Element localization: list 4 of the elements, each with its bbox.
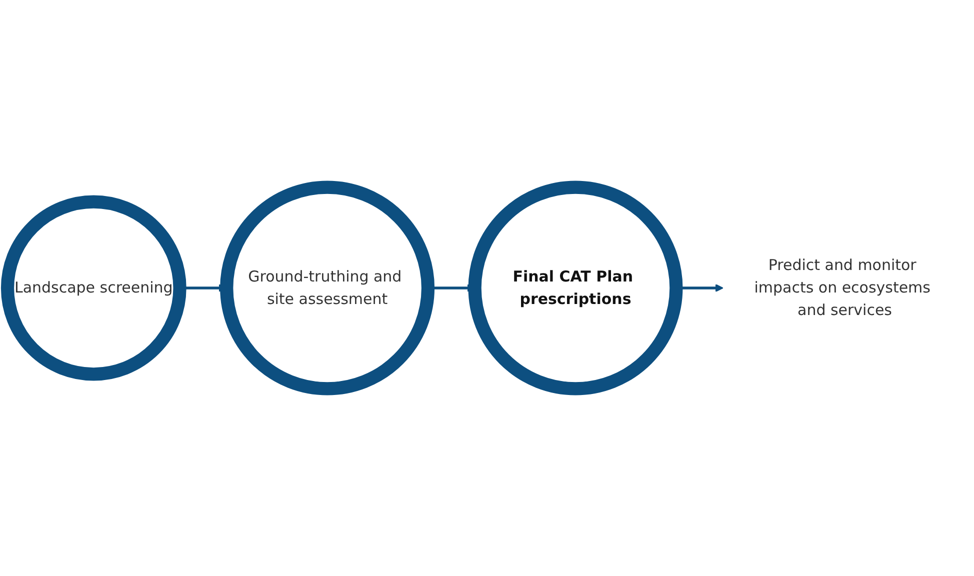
node-circle: Landscape screening — [0, 195, 186, 381]
node-text: Predict and monitor impacts on ecosystems and services — [754, 256, 930, 319]
node-circle: Ground-truthing and site assessment — [220, 180, 435, 396]
node-circle: Final CAT Plan prescriptions — [468, 180, 683, 396]
